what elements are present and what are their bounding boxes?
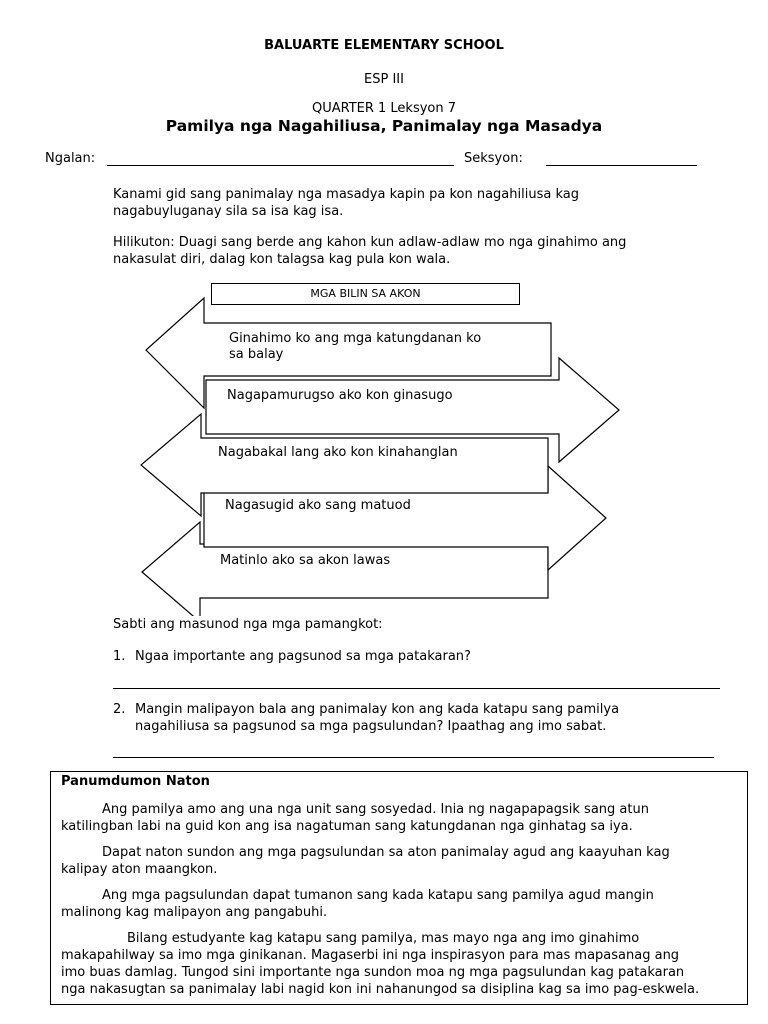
reflection-p4-line1: Bilang estudyante kag katapu sang pamily… <box>127 931 640 946</box>
name-label: Ngalan: <box>45 151 96 166</box>
rules-banner: MGA BILIN SA AKON <box>211 283 520 305</box>
question-2-line1: Mangin malipayon bala ang panimalay kon … <box>135 702 620 717</box>
question-2-number: 2. <box>113 702 126 717</box>
reflection-paragraph-3: Ang mga pagsulundan dapat tumanon sang k… <box>61 887 741 921</box>
reflection-p1-line1: Ang pamilya amo ang una nga unit sang so… <box>102 802 649 817</box>
reflection-paragraph-1: Ang pamilya amo ang una nga unit sang so… <box>61 801 741 835</box>
arrow-left-3 <box>140 412 549 518</box>
reflection-p3-line1: Ang mga pagsulundan dapat tumanon sang k… <box>102 888 654 903</box>
arrow-left-1 <box>145 296 552 410</box>
name-field[interactable] <box>107 149 454 166</box>
reflection-p3-line2: malinong kag malipayon ang pangabuhi. <box>61 905 328 920</box>
rule-5-text: Matinlo ako sa akon lawas <box>220 553 391 568</box>
reflection-p4-line4: nga nakasugtan sa panimalay labi nagid k… <box>61 982 700 997</box>
question-2-line2: nagahiliusa sa pagsunod sa mga pagsulund… <box>135 719 607 734</box>
answer-line-1[interactable] <box>113 672 720 689</box>
quarter-lesson: QUARTER 1 Leksyon 7 <box>311 101 457 116</box>
reflection-p1-line2: katilingban labi na guid kon ang isa nag… <box>61 819 633 834</box>
reflection-p4-line3: imo buas damlag. Tungod sini importante … <box>61 965 685 980</box>
school-name: BALUARTE ELEMENTARY SCHOOL <box>264 38 504 53</box>
reflection-p2-line1: Dapat naton sundon ang mga pagsulundan s… <box>102 845 670 860</box>
section-field[interactable] <box>546 149 697 166</box>
question-1-number: 1. <box>113 649 126 664</box>
reflection-paragraph-4: Bilang estudyante kag katapu sang pamily… <box>61 930 741 998</box>
section-label: Seksyon: <box>464 151 523 166</box>
reflection-title: Panumdumon Naton <box>61 774 210 789</box>
instructions-paragraph: Hilikuton: Duagi sang berde ang kahon ku… <box>113 235 627 267</box>
answer-line-2[interactable] <box>113 742 714 758</box>
reflection-box: Panumdumon Naton Ang pamilya amo ang una… <box>50 771 748 1005</box>
reflection-p4-line2: makapahilway sa imo mga ginikanan. Magas… <box>61 948 680 963</box>
rule-1-line1: Ginahimo ko ang mga katungdanan ko <box>229 331 482 346</box>
lesson-title: Pamilya nga Nagahiliusa, Panimalay nga M… <box>165 117 603 135</box>
intro-paragraph: Kanami gid sang panimalay nga masadya ka… <box>113 187 579 219</box>
questions-prompt: Sabti ang masunod nga mga pamangkot: <box>113 616 387 633</box>
rule-4-text: Nagasugid ako sang matuod <box>225 498 411 513</box>
subject-label: ESP III <box>364 72 404 87</box>
arrow-right-2 <box>205 356 620 464</box>
reflection-p2-line2: kalipay aton maangkon. <box>61 862 218 877</box>
rule-2-text: Nagapamurugso ako kon ginasugo <box>227 388 453 403</box>
reflection-paragraph-2: Dapat naton sundon ang mga pagsulundan s… <box>61 844 741 878</box>
rule-3-text: Nagabakal lang ako kon kinahanglan <box>218 445 458 460</box>
rule-1-line2: sa balay <box>229 347 284 362</box>
question-1-text: Ngaa importante ang pagsunod sa mga pata… <box>135 649 471 664</box>
